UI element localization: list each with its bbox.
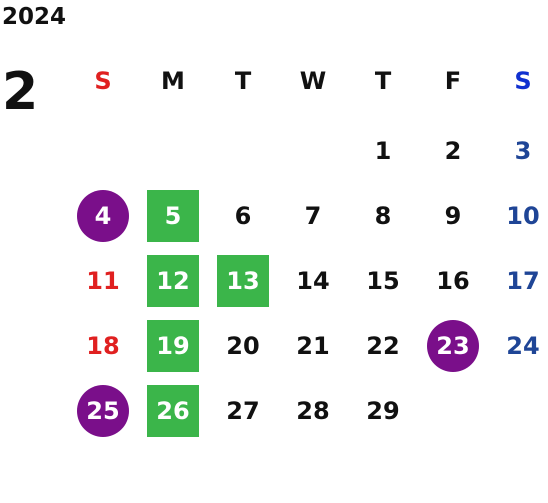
month-number: 2 [2,62,39,122]
day-cell-5[interactable]: 5 [147,190,199,242]
day-cell-22[interactable]: 22 [366,332,400,360]
day-cell-10[interactable]: 10 [506,202,540,230]
day-cell-16[interactable]: 16 [436,267,470,295]
day-cell-17[interactable]: 17 [506,267,540,295]
day-cell-19[interactable]: 19 [147,320,199,372]
day-cell-29[interactable]: 29 [366,397,400,425]
day-cell-25[interactable]: 25 [77,385,129,437]
weekday-header-saturday: S [514,67,532,95]
day-cell-8[interactable]: 8 [374,202,392,230]
day-cell-28[interactable]: 28 [296,397,330,425]
day-cell-4[interactable]: 4 [77,190,129,242]
day-cell-7[interactable]: 7 [304,202,322,230]
day-cell-6[interactable]: 6 [234,202,252,230]
weekday-header-monday: M [161,67,185,95]
day-cell-2[interactable]: 2 [444,137,462,165]
day-cell-14[interactable]: 14 [296,267,330,295]
weekday-header-sunday: S [94,67,112,95]
weekday-header-thursday: T [374,67,392,95]
day-cell-3[interactable]: 3 [514,137,532,165]
day-cell-24[interactable]: 24 [506,332,540,360]
day-cell-13[interactable]: 13 [217,255,269,307]
day-cell-18[interactable]: 18 [86,332,120,360]
weekday-header-tuesday: T [234,67,252,95]
day-cell-27[interactable]: 27 [226,397,260,425]
day-cell-21[interactable]: 21 [296,332,330,360]
day-cell-20[interactable]: 20 [226,332,260,360]
day-cell-23[interactable]: 23 [427,320,479,372]
day-cell-12[interactable]: 12 [147,255,199,307]
day-cell-1[interactable]: 1 [374,137,392,165]
weekday-header-wednesday: W [299,67,327,95]
day-cell-11[interactable]: 11 [86,267,120,295]
weekday-header-friday: F [444,67,462,95]
day-cell-15[interactable]: 15 [366,267,400,295]
day-cell-26[interactable]: 26 [147,385,199,437]
year-label: 2024 [2,4,67,30]
day-cell-9[interactable]: 9 [444,202,462,230]
